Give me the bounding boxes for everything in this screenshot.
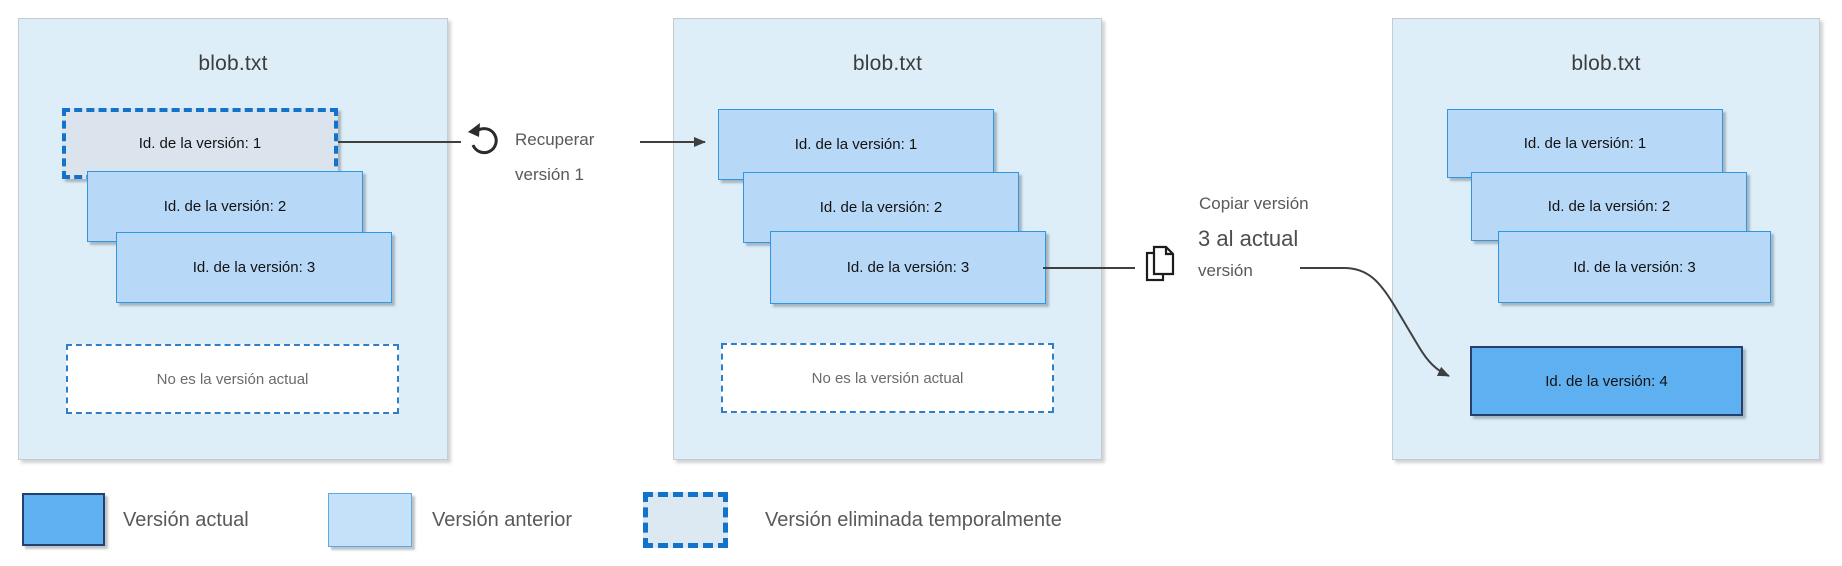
- copy-label-line1: Copiar versión: [1199, 194, 1309, 213]
- blob-panel-1: blob.txt Id. de la versión: 1 Id. de la …: [18, 18, 448, 460]
- version-box-deleted: Id. de la versión: 1: [62, 108, 338, 179]
- version-label: Id. de la versión: 3: [1573, 258, 1696, 276]
- legend-swatch-previous: [328, 493, 412, 547]
- version-box: Id. de la versión: 3: [1498, 231, 1771, 303]
- legend-label-current: Versión actual: [123, 509, 249, 531]
- copy-label-line3: versión: [1198, 261, 1253, 280]
- version-box: Id. de la versión: 2: [1471, 172, 1747, 241]
- blob-panel-3: blob.txt Id. de la versión: 1 Id. de la …: [1392, 18, 1820, 460]
- version-label: Id. de la versión: 2: [1547, 198, 1671, 215]
- version-label: Id. de la versión: 2: [819, 199, 943, 216]
- blob-panel-2: blob.txt Id. de la versión: 1 Id. de la …: [673, 18, 1102, 460]
- panel-title: blob.txt: [852, 52, 923, 75]
- version-box: Id. de la versión: 3: [770, 231, 1046, 304]
- legend-label-previous: Versión anterior: [432, 509, 573, 531]
- not-current-placeholder: No es la versión actual: [721, 343, 1054, 413]
- version-label: Id. de la versión: 1: [1523, 135, 1647, 152]
- panel-title: blob.txt: [1571, 52, 1641, 75]
- not-current-placeholder: No es la versión actual: [66, 344, 399, 414]
- version-box: Id. de la versión: 1: [1447, 109, 1723, 178]
- recover-label-line2: versión 1: [515, 165, 584, 184]
- legend-label-deleted: Versión eliminada temporalmente: [765, 509, 1062, 531]
- version-box: Id. de la versión: 1: [718, 109, 994, 180]
- panel-title: blob.txt: [198, 52, 268, 75]
- undo-icon: [468, 123, 498, 155]
- version-box: Id. de la versión: 3: [116, 232, 392, 303]
- recover-label-line1: Recuperar: [515, 130, 595, 149]
- version-label: Id. de la versión: 3: [192, 259, 316, 276]
- legend-swatch-deleted: [643, 492, 728, 548]
- version-label: Id. de la versión: 1: [138, 135, 262, 152]
- version-box: Id. de la versión: 2: [87, 171, 363, 242]
- version-label: Id. de la versión: 1: [794, 136, 918, 153]
- version-box-current: Id. de la versión: 4: [1470, 346, 1743, 416]
- copy-icon: [1145, 245, 1175, 282]
- version-label: Id. de la versión: 2: [163, 198, 287, 215]
- version-label: Id. de la versión: 4: [1545, 372, 1668, 390]
- version-label: Id. de la versión: 3: [846, 259, 970, 276]
- legend-swatch-current: [22, 493, 105, 546]
- copy-label-line2: 3 al actual: [1198, 226, 1299, 251]
